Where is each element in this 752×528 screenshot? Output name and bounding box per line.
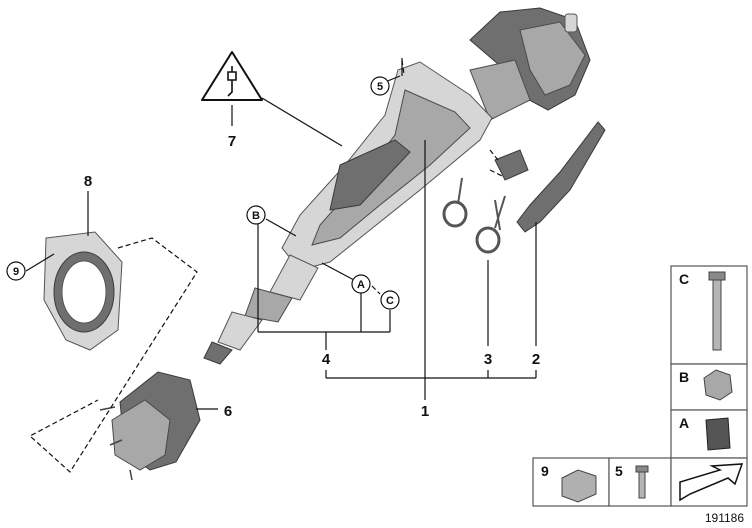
hex-nut-icon xyxy=(703,369,733,401)
legend-label-5: 5 xyxy=(615,463,623,479)
callout-7: 7 xyxy=(228,133,236,150)
reference-number: 191186 xyxy=(705,511,744,525)
leader-lines xyxy=(25,58,537,473)
callout-5: 5 xyxy=(377,81,383,93)
electrical-warning-icon xyxy=(201,51,263,101)
legend-boxes: C B A 9 5 xyxy=(532,265,748,507)
callout-9: 9 xyxy=(13,266,19,278)
adjustment-lever xyxy=(494,121,606,233)
callout-c: C xyxy=(386,295,394,307)
callout-3: 3 xyxy=(484,351,492,368)
screw-icon xyxy=(635,465,649,499)
steering-column-assembly xyxy=(203,7,591,365)
callout-8: 8 xyxy=(84,173,92,190)
callout-1: 1 xyxy=(421,403,429,420)
legend-label-9: 9 xyxy=(541,463,549,479)
callout-6: 6 xyxy=(224,403,232,420)
legend-label-b: B xyxy=(679,369,689,385)
callout-4: 4 xyxy=(322,351,331,368)
callouts: 7 8 6 4 1 3 2 5 9 B A C xyxy=(6,76,540,420)
tension-springs xyxy=(442,177,506,254)
bolt-icon xyxy=(708,271,726,351)
callout-a: A xyxy=(357,279,365,291)
flange-nut-icon xyxy=(561,469,597,503)
legend-label-a: A xyxy=(679,415,689,431)
rubber-boot xyxy=(99,371,201,481)
sealing-cap xyxy=(43,231,123,351)
navigation-arrow-icon xyxy=(679,463,744,502)
legend-label-c: C xyxy=(679,271,689,287)
callout-2: 2 xyxy=(532,351,540,368)
callout-b: B xyxy=(252,210,260,222)
clip-nut-icon xyxy=(705,417,731,451)
